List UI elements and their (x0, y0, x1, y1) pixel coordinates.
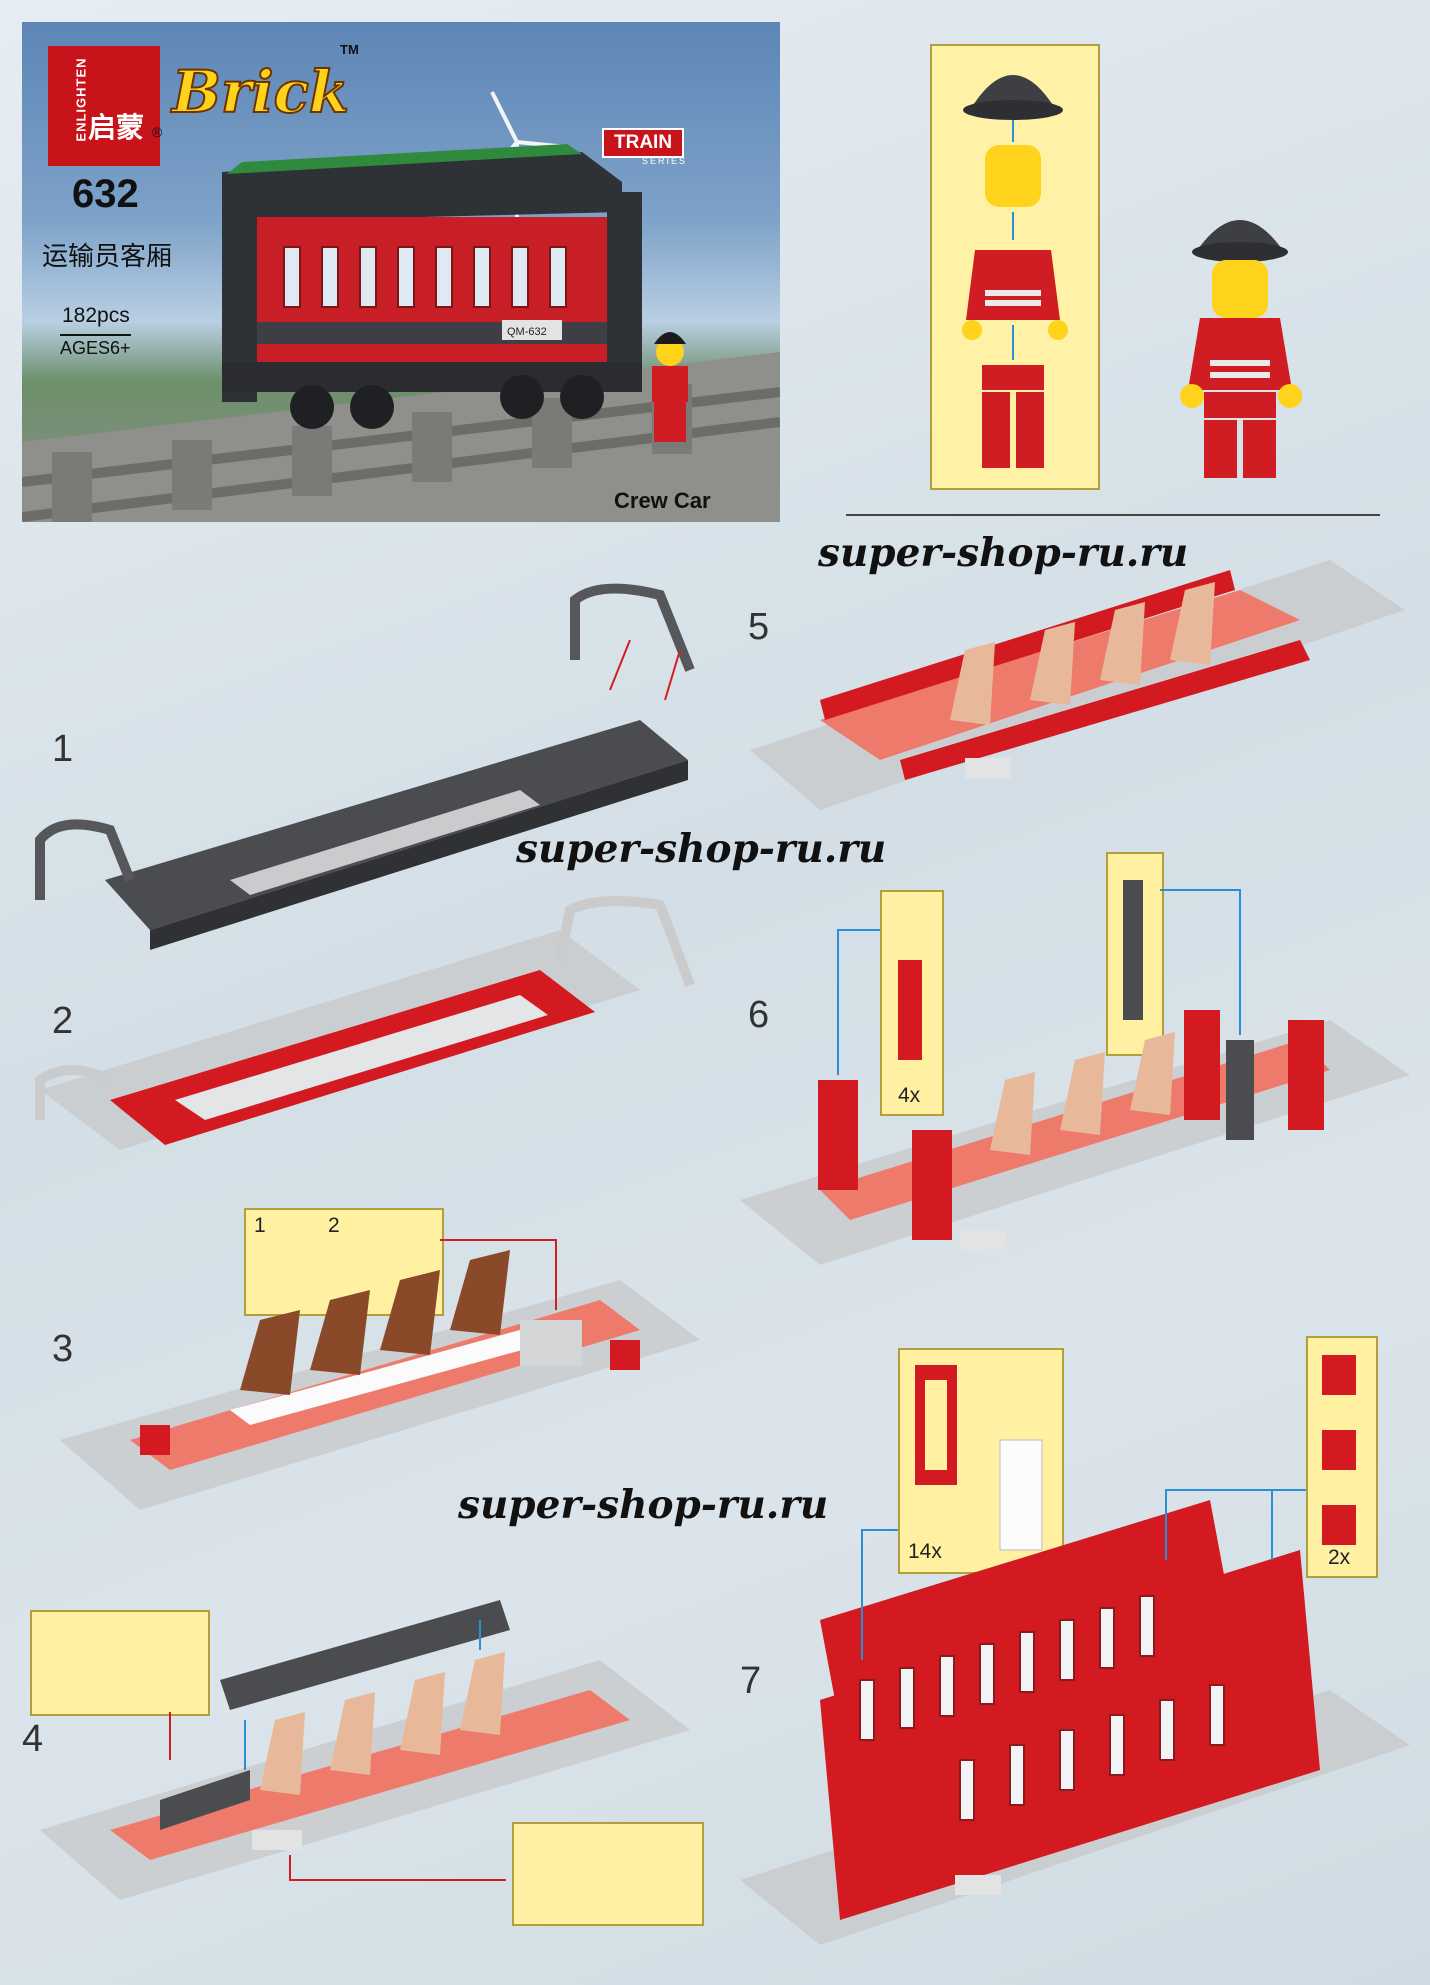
step-number-5: 5 (748, 606, 770, 648)
step3-sub1-label: 1 (254, 1214, 266, 1237)
step4-side-rail (40, 1600, 690, 1900)
step3-seats (60, 1239, 700, 1510)
step-number-3: 3 (52, 1328, 74, 1370)
set-name-cn: 运输员客厢 (42, 241, 173, 271)
step-number-4: 4 (22, 1718, 44, 1760)
trademark-mark: TM (340, 42, 359, 57)
step1-base-plate (35, 583, 695, 950)
watermark-2: super-shop-ru.ru (516, 826, 887, 872)
cover-sticker: QM-632 (507, 326, 547, 338)
section-divider (846, 514, 1380, 516)
cover-box-art: QM-632 ENLIGHTEN 启蒙 Brick TM ® 632 运输员客厢… (22, 22, 780, 522)
step-number-2: 2 (52, 1000, 74, 1042)
brand-cn-text: 启蒙 (88, 112, 145, 143)
watermark-3: super-shop-ru.ru (458, 1482, 829, 1528)
step-number-7: 7 (740, 1660, 762, 1702)
step4-callout-bottom (512, 1822, 704, 1926)
watermark-1: super-shop-ru.ru (818, 530, 1189, 576)
step6-pillars (740, 880, 1410, 1265)
train-series-logo: TRAIN (602, 128, 685, 158)
step6-callout-red: 4x (880, 890, 944, 1116)
step4-callout-top (30, 1610, 210, 1716)
step2-red-frame (35, 896, 695, 1150)
registered-mark: ® (152, 124, 163, 140)
step-number-6: 6 (748, 994, 770, 1036)
step5-both-rails (750, 560, 1405, 810)
step7-window-walls (740, 1355, 1410, 1945)
step-number-1: 1 (52, 728, 74, 770)
step3-sub2-label: 2 (328, 1214, 340, 1237)
step7-qty-bricks-label: 2x (1328, 1546, 1351, 1569)
set-number: 632 (72, 172, 139, 216)
step7-qty-windows-label: 14x (908, 1540, 942, 1563)
step6-qty-label: 4x (898, 1084, 921, 1107)
age-rating: AGES6+ (60, 334, 131, 359)
brand-logo-box: ENLIGHTEN 启蒙 (48, 46, 160, 166)
piece-count: 182pcs (62, 304, 130, 327)
cover-illustration: QM-632 (22, 91, 780, 522)
train-series-sub: SERIES (642, 156, 688, 166)
brick-logo: Brick (171, 57, 350, 127)
product-name: Crew Car (614, 488, 711, 513)
